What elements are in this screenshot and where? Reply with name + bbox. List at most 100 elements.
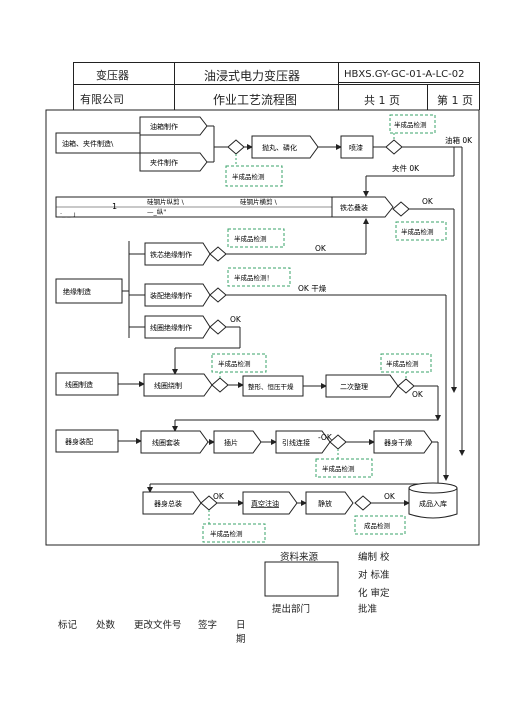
svg-text:抛丸、磷化: 抛丸、磷化: [262, 143, 297, 152]
svg-text:·_ _ 」: ·_ _ 」: [60, 210, 79, 218]
check-diamond: [209, 287, 227, 303]
svg-text:半成品检测: 半成品检测: [322, 464, 355, 473]
check-diamond: [385, 139, 403, 155]
svg-text:半成品检测: 半成品检测: [386, 359, 419, 368]
check-diamond: [354, 495, 372, 511]
lead-conn-box: 引线连接: [275, 430, 331, 454]
page-number: 第 1 页: [437, 94, 473, 107]
svg-text:器身总装: 器身总装: [154, 499, 182, 508]
col-sign: 签字: [198, 620, 218, 631]
final-check: 成品检测: [354, 515, 406, 535]
svg-text:1: 1: [112, 202, 117, 211]
svg-text:半成品检测: 半成品检测: [234, 234, 267, 243]
core-stack-box: 铁芯叠装: [331, 196, 394, 218]
svg-text:线圈绝缘制作: 线圈绝缘制作: [150, 323, 192, 332]
approve-label: 批准: [358, 604, 378, 615]
semi-check-lead: 半成品检测: [315, 449, 373, 478]
body-dry-box: 器身干燥: [373, 430, 433, 454]
svg-text:整形、恒压干燥: 整形、恒压干燥: [248, 382, 294, 391]
clamp-make-box: 夹件制作: [139, 152, 208, 172]
semi-check-coil-wind: 半成品检测: [211, 353, 267, 378]
clamp-ok-label: 夹件 0K: [392, 163, 420, 173]
svg-text:油箱制作: 油箱制作: [150, 122, 178, 131]
silicon-steel-slit-box: 硅钢片纵剪 \ —_纵" 硅钢片横剪 \ 1 ·_ _ 」: [55, 196, 333, 218]
svg-text:半成品检测: 半成品检测: [394, 120, 427, 129]
svg-text:—_纵": —_纵": [147, 208, 166, 216]
col-change-doc: 更改文件号: [134, 620, 182, 631]
svg-text:器身装配: 器身装配: [65, 437, 93, 446]
svg-text:器身干燥: 器身干燥: [384, 438, 412, 447]
svg-text:半成品检测！: 半成品检测！: [234, 273, 273, 282]
total-pages: 共 1 页: [364, 94, 400, 107]
core-insul-box: 铁芯绝缘制作: [144, 242, 211, 266]
tank-ok-label: 油箱 0K: [445, 135, 473, 145]
svg-text:引线连接: 引线连接: [282, 438, 310, 447]
semi-check-tank: 半成品检测: [225, 154, 283, 187]
svg-text:夹件制作: 夹件制作: [150, 158, 178, 167]
check-label: 对 标准: [358, 570, 390, 581]
final-asm-ok: OK: [213, 492, 225, 501]
svg-text:成品检测: 成品检测: [364, 521, 391, 530]
check-diamond: [209, 246, 227, 262]
coil-insul-box: 线圈绝缘制作: [144, 315, 211, 339]
dry-press-box: 整形、恒压干燥: [242, 375, 304, 397]
body-final-box: 器身总装: [142, 491, 202, 515]
shot-blast-box: 抛丸、磷化: [251, 135, 319, 159]
coil-wind-box: 线圈绕制: [143, 373, 213, 397]
asm-insul-ok-dry: OK 干燥: [298, 284, 327, 293]
doc-title-line2: 作业工艺流程图: [213, 93, 298, 107]
svg-text:二次整理: 二次整理: [340, 382, 368, 391]
svg-text:喷漆: 喷漆: [349, 143, 363, 152]
insulation-make-box: 绝缘制造: [55, 278, 123, 304]
company-name-line1: 变压器: [96, 69, 129, 82]
prepare-label: 编制 校: [358, 552, 390, 563]
coil-set-box: 线圈套装: [140, 430, 209, 454]
col-count: 处数: [96, 620, 116, 631]
svg-text:半成品检测: 半成品检测: [218, 359, 251, 368]
insert-box: 插片: [213, 430, 262, 454]
approval-box: [264, 561, 339, 597]
standard-label: 化 审定: [358, 588, 390, 599]
semi-check-core-insul: 半成品检测: [227, 228, 285, 248]
semi-check-second: 半成品检测: [380, 353, 432, 379]
vacuum-fill-box: 真空注油: [242, 491, 298, 515]
svg-text:真空注油: 真空注油: [251, 499, 279, 508]
svg-text:插片: 插片: [224, 438, 238, 447]
chart-frame: [45, 109, 480, 546]
lead-ok-label: -OK: [318, 433, 333, 442]
check-diamond: [211, 377, 229, 393]
second-finish-box: 二次整理: [325, 374, 399, 398]
svg-text:半成品检测: 半成品检测: [210, 529, 243, 538]
source-label: 资料来源: [280, 552, 319, 563]
svg-text:铁芯叠装: 铁芯叠装: [340, 203, 368, 212]
core-ok-label: OK: [422, 197, 434, 206]
svg-text:硅钢片横剪 \: 硅钢片横剪 \: [240, 197, 278, 206]
company-name-line2: 有限公司: [80, 93, 124, 106]
check-diamond: [392, 201, 410, 217]
tank-make-box: 油箱制作: [139, 116, 208, 136]
svg-text:半成品检测: 半成品检测: [401, 227, 434, 236]
svg-text:线圈绕制: 线圈绕制: [154, 381, 182, 390]
spray-box: 喷漆: [340, 135, 374, 159]
svg-text:装配绝缘制作: 装配绝缘制作: [150, 291, 192, 300]
svg-text:静放: 静放: [318, 499, 332, 508]
doc-title-line1: 油浸式电力变压器: [204, 69, 301, 83]
core-insul-ok: OK: [315, 244, 327, 253]
svg-text:线圈套装: 线圈套装: [152, 438, 180, 447]
standing-box: 静放: [305, 491, 354, 515]
semi-check-asm-insul: 半成品检测！: [227, 267, 291, 287]
col-mark: 标记: [58, 620, 78, 631]
svg-text:成品入库: 成品入库: [419, 499, 447, 508]
semi-check-core: 半成品检测: [395, 221, 447, 241]
coil-insul-ok: OK: [230, 315, 242, 324]
check-diamond: [329, 434, 347, 450]
check-diamond: [209, 319, 227, 335]
final-ok-label: OK: [384, 492, 396, 501]
semi-check-final-asm: 半成品检测: [202, 510, 266, 543]
svg-text:铁芯绝缘制作: 铁芯绝缘制作: [150, 250, 192, 259]
svg-text:绝缘制造: 绝缘制造: [63, 287, 91, 296]
col-date-cont: 期: [236, 634, 246, 645]
semi-check-spray: 半成品检测: [389, 114, 436, 140]
asm-insul-box: 装配绝缘制作: [144, 283, 211, 307]
